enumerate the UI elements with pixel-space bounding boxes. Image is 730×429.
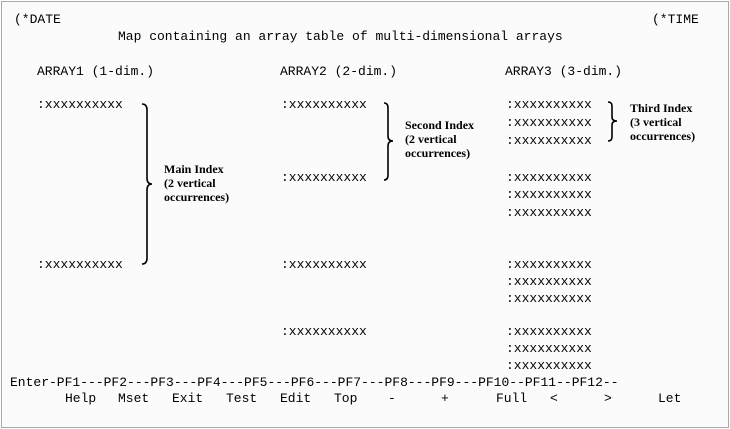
array2-field-2-1[interactable]: :xxxxxxxxxx <box>281 257 367 272</box>
array1-heading: ARRAY1 (1-dim.) <box>37 64 155 79</box>
array3-heading: ARRAY3 (3-dim.) <box>505 64 623 79</box>
main-index-brace <box>141 103 153 265</box>
pf7-name[interactable]: - <box>388 391 396 406</box>
array1-field-2[interactable]: :xxxxxxxxxx <box>37 257 123 272</box>
array3-field-1-1-2[interactable]: :xxxxxxxxxx <box>506 115 592 130</box>
pf6-name[interactable]: Top <box>334 391 358 406</box>
pf-key-line: Enter-PF1---PF2---PF3---PF4---PF5---PF6-… <box>10 375 619 390</box>
array3-field-1-2-2[interactable]: :xxxxxxxxxx <box>506 187 592 202</box>
time-field: (*TIME <box>652 12 699 27</box>
array3-field-1-2-3[interactable]: :xxxxxxxxxx <box>506 205 592 220</box>
pf3-name[interactable]: Exit <box>172 391 204 406</box>
pf10-name[interactable]: < <box>550 391 558 406</box>
array2-heading: ARRAY2 (2-dim.) <box>280 64 398 79</box>
array3-field-2-1-2[interactable]: :xxxxxxxxxx <box>506 274 592 289</box>
third-index-note: Third Index (3 vertical occurrences) <box>630 101 696 143</box>
pf2-name[interactable]: Mset <box>118 391 150 406</box>
pf11-name[interactable]: > <box>604 391 612 406</box>
pf12-name[interactable]: Let <box>658 391 682 406</box>
array3-field-2-1-1[interactable]: :xxxxxxxxxx <box>506 257 592 272</box>
array3-field-1-1-3[interactable]: :xxxxxxxxxx <box>506 133 592 148</box>
array2-field-1-1[interactable]: :xxxxxxxxxx <box>281 97 367 112</box>
array3-field-2-1-3[interactable]: :xxxxxxxxxx <box>506 291 592 306</box>
second-index-brace <box>383 102 394 181</box>
array3-field-2-2-3[interactable]: :xxxxxxxxxx <box>506 358 592 373</box>
array1-field-1[interactable]: :xxxxxxxxxx <box>37 97 123 112</box>
array3-field-1-1-1[interactable]: :xxxxxxxxxx <box>506 97 592 112</box>
date-field: (*DATE <box>14 12 61 27</box>
map-title: Map containing an array table of multi-d… <box>118 29 563 44</box>
pf8-name[interactable]: + <box>441 391 449 406</box>
second-index-note: Second Index (2 vertical occurrences) <box>405 118 475 160</box>
array2-field-2-2[interactable]: :xxxxxxxxxx <box>281 324 367 339</box>
array3-field-1-2-1[interactable]: :xxxxxxxxxx <box>506 170 592 185</box>
pf1-name[interactable]: Help <box>65 391 97 406</box>
main-index-note: Main Index (2 vertical occurrences) <box>164 162 230 204</box>
array3-field-2-2-1[interactable]: :xxxxxxxxxx <box>506 324 592 339</box>
pf9-name[interactable]: Full <box>496 391 528 406</box>
array3-field-2-2-2[interactable]: :xxxxxxxxxx <box>506 341 592 356</box>
third-index-brace <box>607 101 618 142</box>
pf5-name[interactable]: Edit <box>280 391 312 406</box>
array2-field-1-2[interactable]: :xxxxxxxxxx <box>281 170 367 185</box>
pf-key-names: Help Mset Exit Test Edit Top - + Full < > Let <box>10 391 720 406</box>
pf4-name[interactable]: Test <box>226 391 258 406</box>
